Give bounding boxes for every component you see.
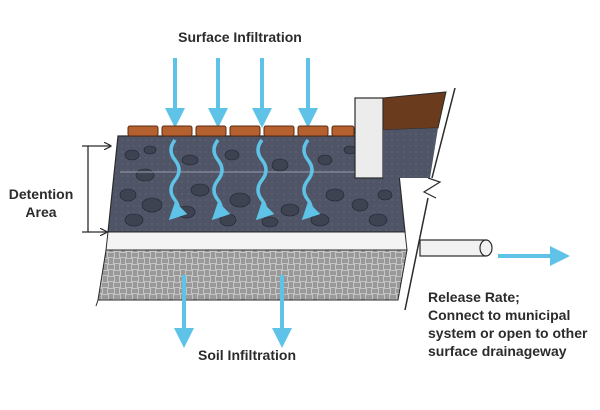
break-symbol-icon xyxy=(422,177,442,199)
surface-infiltration-label: Surface Infiltration xyxy=(178,29,302,45)
release-rate-line: system or open to other xyxy=(428,325,588,341)
subgrade-soil xyxy=(97,249,408,301)
underdrain-band xyxy=(105,231,408,251)
surface-infiltration-arrows xyxy=(165,58,318,128)
release-rate-label: Release Rate; Connect to municipal syste… xyxy=(428,288,598,360)
wavy-infiltration-arrow-icon xyxy=(168,138,188,221)
soil-infiltration-arrows xyxy=(174,275,292,348)
subgrade-left-edge xyxy=(95,299,99,307)
paver-stones-icon xyxy=(127,125,355,137)
wavy-infiltration-arrow-icon xyxy=(255,138,275,221)
release-rate-line: Connect to municipal xyxy=(428,307,571,323)
wavy-infiltration-arrow-icon xyxy=(211,138,231,221)
bracket-arrow-icon xyxy=(82,146,110,232)
curb-icon xyxy=(354,97,384,179)
wavy-infiltration-arrow-icon xyxy=(301,138,321,221)
drain-pipe-icon xyxy=(419,239,493,257)
soil-infiltration-label: Soil Infiltration xyxy=(198,347,296,363)
detention-label-line1: Detention xyxy=(8,186,74,202)
gravel-stones xyxy=(119,145,393,228)
release-rate-line: surface drainageway xyxy=(428,343,567,359)
section-break-line xyxy=(404,87,456,311)
backfill-gravel xyxy=(383,128,438,178)
detention-area-label: Detention Area xyxy=(6,185,76,221)
topsoil xyxy=(382,91,447,131)
detention-label-line2: Area xyxy=(25,204,57,220)
wavy-infiltration-arrows xyxy=(168,138,321,221)
release-rate-line: Release Rate; xyxy=(428,289,520,305)
